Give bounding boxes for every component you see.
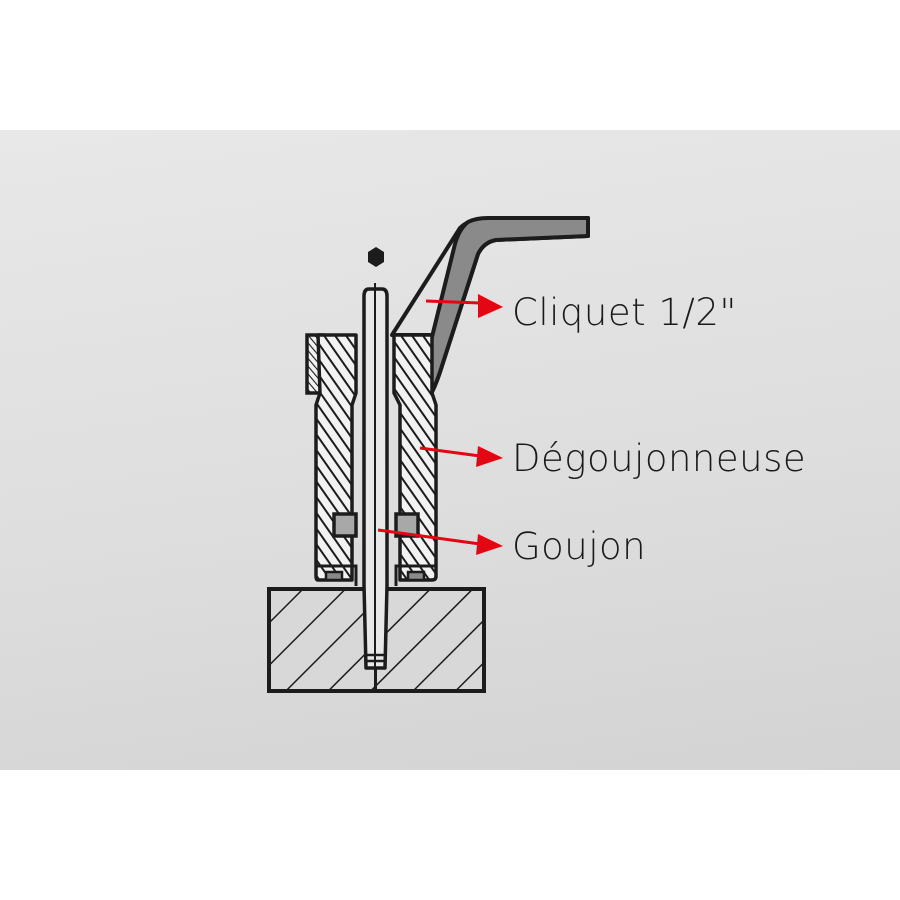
arrow-cliquet [425,294,503,318]
roller-right [394,512,420,538]
extractor-body-right [392,333,438,582]
stud-goujon [362,283,389,690]
arrow-goujon [377,528,503,555]
hexagon-icon [368,247,384,267]
label-cliquet: Cliquet 1/2" [512,291,737,334]
extractor-body-left [305,333,358,582]
arrow-degoujonneuse [419,446,503,467]
label-degoujonneuse: Dégoujonneuse [512,437,807,480]
retainer-right [394,564,436,586]
ratchet-handle [390,216,590,394]
retainer-left [316,564,358,586]
label-goujon: Goujon [512,525,647,568]
roller-left [332,512,358,538]
